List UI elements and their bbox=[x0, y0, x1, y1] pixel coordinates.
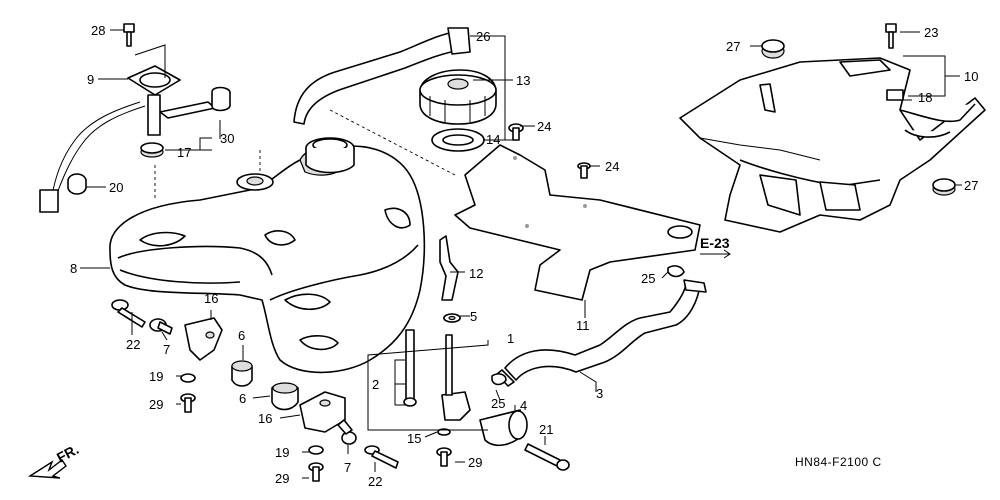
callout-11: 11 bbox=[576, 318, 590, 333]
bolt-22b bbox=[364, 445, 399, 469]
callout-29a: 29 bbox=[149, 397, 163, 412]
callout-13: 13 bbox=[516, 73, 530, 88]
bolt-23 bbox=[885, 23, 897, 49]
screw-24a bbox=[508, 123, 524, 141]
callout-5: 5 bbox=[470, 309, 477, 324]
mounting-plate bbox=[454, 144, 701, 301]
callout-16b: 16 bbox=[258, 411, 272, 426]
callout-6b: 6 bbox=[239, 391, 246, 406]
callout-29b: 29 bbox=[275, 471, 289, 486]
bolt-29c bbox=[436, 447, 452, 467]
hose-clip-25a bbox=[667, 265, 685, 278]
collar-7a bbox=[149, 318, 173, 335]
valve-group-bracket bbox=[367, 340, 489, 431]
callout-15: 15 bbox=[407, 431, 421, 446]
part-code: HN84-F2100 C bbox=[795, 455, 882, 469]
callout-28: 28 bbox=[91, 23, 105, 38]
callout-30: 30 bbox=[220, 131, 234, 146]
callout-4: 4 bbox=[520, 398, 527, 413]
fuel-hose bbox=[496, 279, 707, 387]
callout-27b: 27 bbox=[964, 178, 978, 193]
callout-19b: 19 bbox=[275, 445, 289, 460]
cushion-6a bbox=[231, 360, 253, 387]
nut-19a bbox=[180, 373, 196, 383]
callout-1: 1 bbox=[507, 331, 514, 346]
screw-24b bbox=[577, 162, 591, 179]
callout-29c: 29 bbox=[468, 455, 482, 470]
fuel-strainer bbox=[403, 329, 417, 407]
callout-10: 10 bbox=[964, 69, 978, 84]
callout-23: 23 bbox=[924, 25, 938, 40]
valve-lever bbox=[479, 409, 528, 447]
callout-6a: 6 bbox=[238, 328, 245, 343]
sender-wire-harness bbox=[39, 101, 146, 213]
breather-tube bbox=[293, 27, 471, 125]
ref-arrow bbox=[700, 249, 731, 259]
grommet-27b bbox=[932, 178, 956, 196]
collar-7b bbox=[337, 419, 357, 445]
oring-5 bbox=[443, 313, 461, 323]
callout-17: 17 bbox=[177, 145, 191, 160]
hose-clip-25b bbox=[491, 373, 507, 386]
front-arrow-icon bbox=[27, 458, 67, 479]
fuel-valve bbox=[441, 313, 471, 421]
callout-21: 21 bbox=[539, 422, 553, 437]
bracket-16a bbox=[184, 317, 223, 361]
under-cover bbox=[679, 57, 986, 233]
callout-7a: 7 bbox=[163, 342, 170, 357]
valve-screw-21 bbox=[524, 443, 570, 471]
grommet-27a bbox=[761, 39, 785, 59]
callout-3: 3 bbox=[596, 386, 603, 401]
callout-7b: 7 bbox=[344, 460, 351, 475]
callout-27a: 27 bbox=[726, 39, 740, 54]
bolt-22a bbox=[111, 299, 146, 328]
callout-20: 20 bbox=[109, 180, 123, 195]
bolt-28 bbox=[123, 23, 135, 47]
fuel-cut-bracket bbox=[439, 235, 459, 301]
ref-label: E-23 bbox=[700, 235, 730, 251]
bolt-29a bbox=[180, 393, 196, 413]
cushion-6b bbox=[271, 382, 299, 411]
bolt-29b bbox=[308, 462, 324, 482]
callout-22a: 22 bbox=[126, 337, 140, 352]
callout-16a: 16 bbox=[204, 291, 218, 306]
dashed-line-tank-sender bbox=[154, 150, 261, 200]
callout-24b: 24 bbox=[605, 159, 619, 174]
callout-12: 12 bbox=[469, 266, 483, 281]
callout-18: 18 bbox=[918, 90, 932, 105]
callout-19a: 19 bbox=[149, 369, 163, 384]
callout-25b: 25 bbox=[491, 396, 505, 411]
callout-9: 9 bbox=[87, 72, 94, 87]
callout-2: 2 bbox=[372, 377, 379, 392]
nut-19b bbox=[308, 445, 324, 455]
callout-24a: 24 bbox=[537, 119, 551, 134]
callout-25a: 25 bbox=[641, 271, 655, 286]
front-label: FR. bbox=[54, 441, 81, 466]
callout-14: 14 bbox=[486, 132, 500, 147]
callout-8: 8 bbox=[70, 261, 77, 276]
callout-22b: 22 bbox=[368, 474, 382, 489]
fuel-sender-unit bbox=[127, 65, 231, 158]
callout-26: 26 bbox=[476, 29, 490, 44]
filler-cap bbox=[419, 69, 497, 125]
fuel-tank bbox=[109, 137, 426, 374]
leader-lines bbox=[80, 29, 962, 479]
filler-gasket bbox=[431, 128, 485, 152]
